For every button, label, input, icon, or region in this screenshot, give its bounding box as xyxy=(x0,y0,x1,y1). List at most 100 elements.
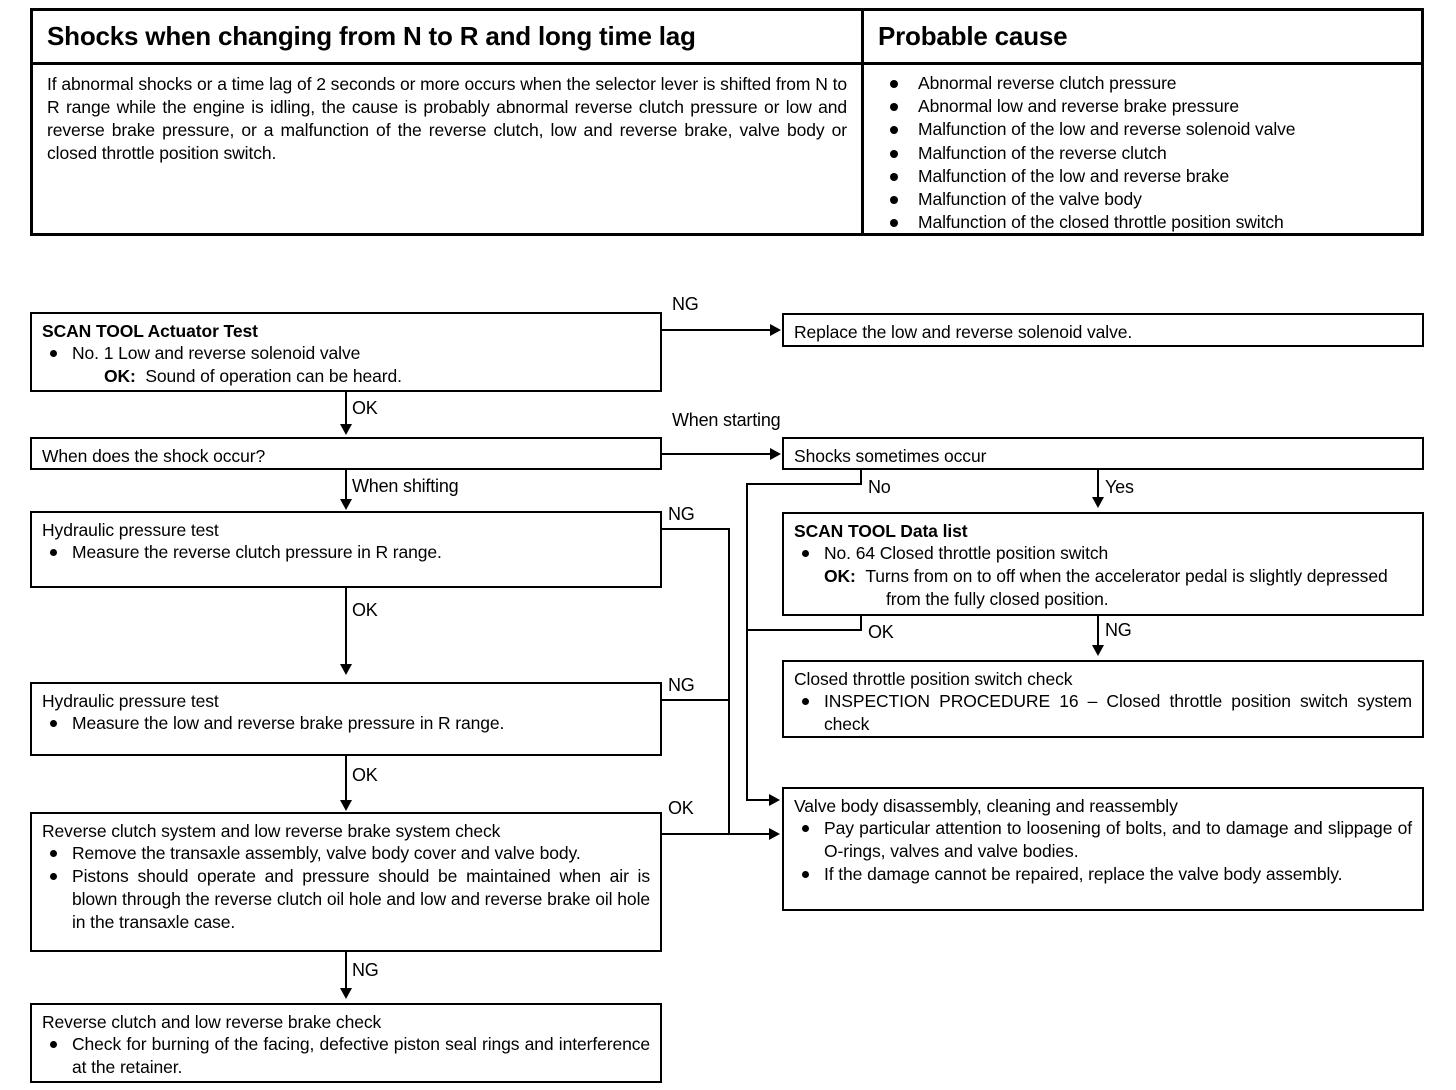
arrow-right-icon xyxy=(769,794,780,806)
box-title: Hydraulic pressure test xyxy=(42,520,219,540)
list-item: Malfunction of the closed throttle posit… xyxy=(880,211,1411,234)
connector-no-stub xyxy=(860,470,862,484)
edge-label-ng-datalist: NG xyxy=(1105,620,1132,640)
list-item: Measure the low and reverse brake pressu… xyxy=(42,712,650,735)
symptom-header-cell: Shocks when changing from N to R and lon… xyxy=(33,11,861,62)
symptom-description-text: If abnormal shocks or a time lag of 2 se… xyxy=(47,74,847,163)
table-header-divider-left xyxy=(33,62,861,65)
flow-box-scan-tool-data-list: SCAN TOOL Data list No. 64 Closed thrott… xyxy=(782,512,1424,616)
box-item-text: If the damage cannot be repaired, replac… xyxy=(824,864,1343,884)
bullet-icon xyxy=(50,350,57,357)
box-title: Replace the low and reverse solenoid val… xyxy=(794,322,1133,342)
connector-ng-hyd1 xyxy=(662,528,730,530)
flow-box-valve-body-disassembly: Valve body disassembly, cleaning and rea… xyxy=(782,787,1424,911)
symptom-description-cell: If abnormal shocks or a time lag of 2 se… xyxy=(33,65,861,233)
bullet-icon xyxy=(890,126,898,135)
edge-label-ng-revsys: NG xyxy=(352,960,379,980)
probable-cause-list: Abnormal reverse clutch pressure Abnorma… xyxy=(880,72,1411,234)
flow-box-ctps-check: Closed throttle position switch check IN… xyxy=(782,660,1424,738)
arrow-down-icon xyxy=(340,664,352,675)
list-item: Malfunction of the low and reverse solen… xyxy=(880,118,1411,141)
bullet-icon xyxy=(802,698,809,705)
cause-text: Malfunction of the low and reverse solen… xyxy=(918,119,1296,140)
bullet-icon xyxy=(50,850,57,857)
flow-box-actuator-test: SCAN TOOL Actuator Test No. 1 Low and re… xyxy=(30,312,662,392)
flow-box-hydraulic-test-2: Hydraulic pressure test Measure the low … xyxy=(30,682,662,756)
symptom-header-text: Shocks when changing from N to R and lon… xyxy=(47,21,696,51)
box-item-text: Pistons should operate and pressure shou… xyxy=(72,866,650,932)
box-item-text: No. 1 Low and reverse solenoid valve xyxy=(72,343,361,363)
edge-label-ok-actuator: OK xyxy=(352,398,378,418)
arrow-down-icon xyxy=(1092,497,1104,508)
connector-when-shifting xyxy=(345,470,347,501)
connector-no-horizontal xyxy=(746,483,862,485)
connector-ng-revsys xyxy=(345,952,347,990)
ok-label: OK: xyxy=(104,366,136,386)
box-list: Check for burning of the facing, defecti… xyxy=(42,1033,650,1079)
edge-label-when-starting: When starting xyxy=(672,410,781,430)
bullet-icon xyxy=(890,219,898,228)
cause-text: Malfunction of the low and reverse brake xyxy=(918,165,1230,186)
edge-label-ng-hyd2: NG xyxy=(668,675,695,695)
flow-box-replace-solenoid: Replace the low and reverse solenoid val… xyxy=(782,313,1424,347)
edge-label-when-shifting: When shifting xyxy=(352,476,459,496)
list-item: No. 64 Closed throttle position switch O… xyxy=(794,542,1412,611)
box-title: Reverse clutch system and low reverse br… xyxy=(42,821,501,841)
edge-label-no: No xyxy=(868,477,891,497)
edge-label-yes: Yes xyxy=(1105,477,1134,497)
edge-label-ok-revsys: OK xyxy=(668,798,694,818)
box-item-text: Measure the low and reverse brake pressu… xyxy=(72,713,505,733)
bullet-icon xyxy=(802,825,809,832)
bullet-icon xyxy=(50,873,57,880)
edge-label-ng-actuator: NG xyxy=(672,294,699,314)
list-item: Malfunction of the valve body xyxy=(880,188,1411,211)
ok-text: Sound of operation can be heard. xyxy=(145,366,402,386)
box-list: Remove the transaxle assembly, valve bod… xyxy=(42,842,650,934)
arrow-right-icon xyxy=(770,448,781,460)
cause-text: Malfunction of the reverse clutch xyxy=(918,142,1167,163)
symptom-table: Shocks when changing from N to R and lon… xyxy=(30,8,1424,236)
bullet-icon xyxy=(802,871,809,878)
bullet-icon xyxy=(802,550,809,557)
table-vertical-divider xyxy=(861,11,864,233)
connector-yes xyxy=(1097,470,1099,500)
bullet-icon xyxy=(50,549,57,556)
list-item: Remove the transaxle assembly, valve bod… xyxy=(42,842,650,865)
probable-cause-header-cell: Probable cause xyxy=(864,11,1421,62)
probable-cause-cell: Abnormal reverse clutch pressure Abnorma… xyxy=(864,65,1421,233)
probable-cause-header-text: Probable cause xyxy=(878,21,1068,51)
cause-text: Malfunction of the closed throttle posit… xyxy=(918,212,1284,233)
list-item: Malfunction of the low and reverse brake xyxy=(880,165,1411,188)
bullet-icon xyxy=(50,720,57,727)
box-list: INSPECTION PROCEDURE 16 – Closed throttl… xyxy=(794,690,1412,736)
arrow-down-icon xyxy=(340,988,352,999)
box-list: No. 64 Closed throttle position switch O… xyxy=(794,542,1412,611)
connector-ok-datalist-horizontal xyxy=(746,629,862,631)
connector-actuator-ok xyxy=(345,392,347,426)
box-title: SCAN TOOL Actuator Test xyxy=(42,321,258,341)
box-list: Measure the reverse clutch pressure in R… xyxy=(42,541,650,564)
bullet-icon xyxy=(890,196,898,205)
ok-line: OK: Turns from on to off when the accele… xyxy=(824,565,1412,611)
box-item-text: Remove the transaxle assembly, valve bod… xyxy=(72,843,581,863)
ok-line: OK: Sound of operation can be heard. xyxy=(72,365,650,388)
list-item: Malfunction of the reverse clutch xyxy=(880,142,1411,165)
box-title: Shocks sometimes occur xyxy=(794,446,987,466)
ok-label: OK: xyxy=(824,566,856,586)
list-item: INSPECTION PROCEDURE 16 – Closed throttl… xyxy=(794,690,1412,736)
box-item-text: INSPECTION PROCEDURE 16 – Closed throttl… xyxy=(824,691,1412,734)
box-item-text: Check for burning of the facing, defecti… xyxy=(72,1034,650,1077)
bullet-icon xyxy=(890,172,898,181)
box-item-text: Measure the reverse clutch pressure in R… xyxy=(72,542,442,562)
connector-ok-datalist-stub xyxy=(860,616,862,630)
list-item: Check for burning of the facing, defecti… xyxy=(42,1033,650,1079)
cause-text: Abnormal reverse clutch pressure xyxy=(918,73,1177,93)
list-item: No. 1 Low and reverse solenoid valve OK:… xyxy=(42,342,650,388)
flow-box-reverse-clutch-check: Reverse clutch and low reverse brake che… xyxy=(30,1003,662,1083)
box-list: Measure the low and reverse brake pressu… xyxy=(42,712,650,735)
connector-no-to-valvebody xyxy=(746,799,770,801)
arrow-down-icon xyxy=(340,499,352,510)
arrow-down-icon xyxy=(340,424,352,435)
edge-label-ok-hyd2: OK xyxy=(352,765,378,785)
list-item: Pay particular attention to loosening of… xyxy=(794,817,1412,863)
